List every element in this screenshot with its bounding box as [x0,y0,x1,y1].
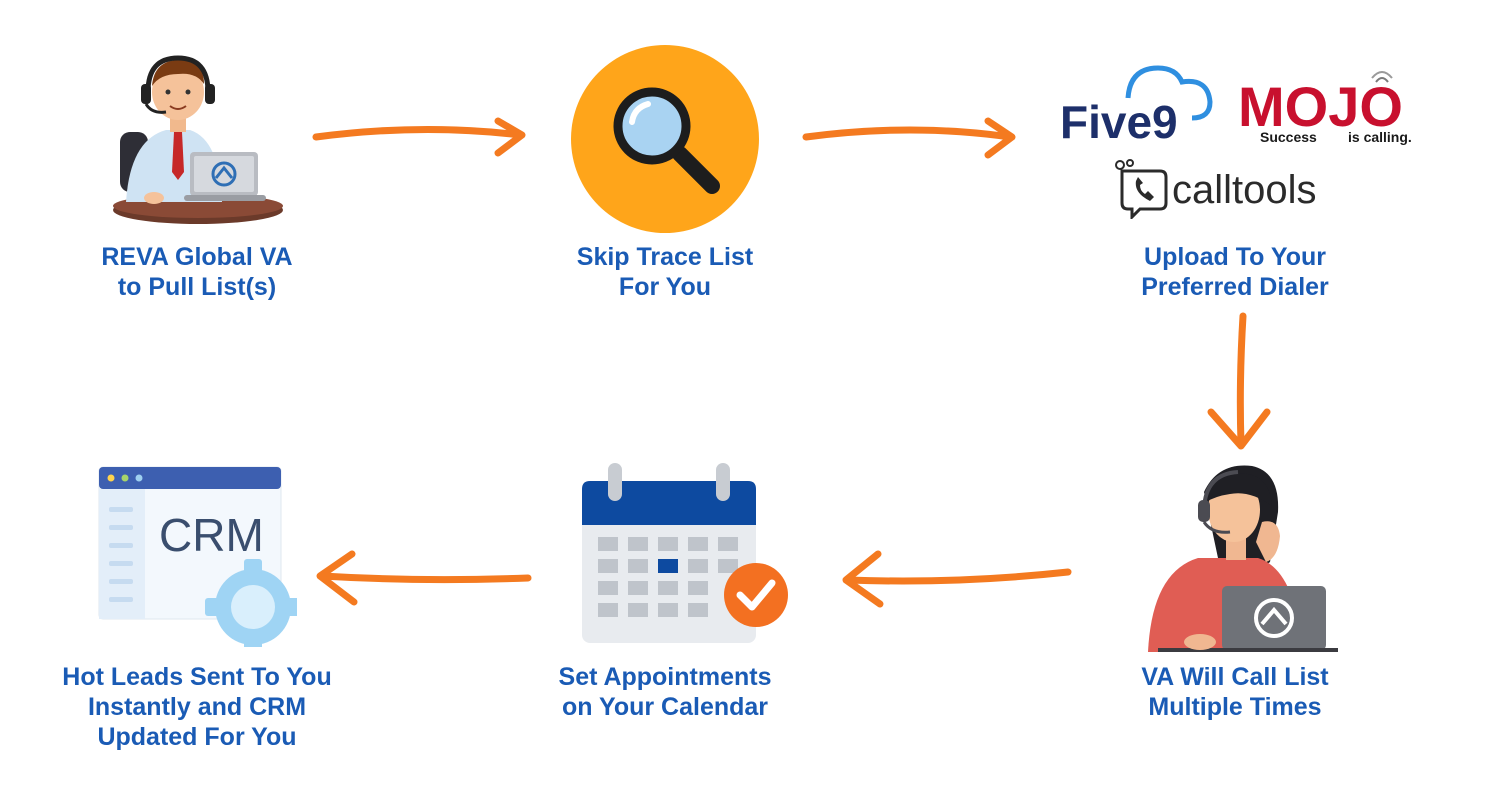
calltools-logo: calltools [1115,159,1317,219]
female-agent-icon [1148,465,1338,652]
arrow-step2-to-step3 [802,117,1016,159]
crm-window-icon: CRM [98,466,297,647]
svg-text:MOJO: MOJO [1238,75,1403,138]
five9-logo: Five9 [1060,65,1213,145]
mojo-logo: MOJO Success is calling. [1238,71,1412,145]
svg-text:Success: Success [1260,129,1317,145]
step-2-label: Skip Trace List For You [576,243,754,301]
step-6-label: Hot Leads Sent To You Instantly and CRM … [62,663,332,751]
svg-text:CRM: CRM [159,509,264,561]
svg-text:Five9: Five9 [1060,96,1178,145]
svg-text:is calling.: is calling. [1348,129,1412,145]
arrow-step3-to-step4 [1207,312,1271,450]
step-1-label: REVA Global VA to Pull List(s) [101,243,293,301]
headset-agent-icon [113,55,283,224]
step-5-label: Set Appointments on Your Calendar [558,663,772,721]
svg-text:calltools: calltools [1172,168,1317,212]
arrow-step1-to-step2 [312,117,526,157]
step-3-label: Upload To Your Preferred Dialer [1141,243,1329,301]
step-4-label: VA Will Call List Multiple Times [1141,663,1329,721]
calendar-check-icon [582,463,788,643]
magnifying-glass-icon [571,45,759,233]
arrow-step4-to-step5 [842,550,1072,608]
arrow-step5-to-step6 [316,550,532,606]
